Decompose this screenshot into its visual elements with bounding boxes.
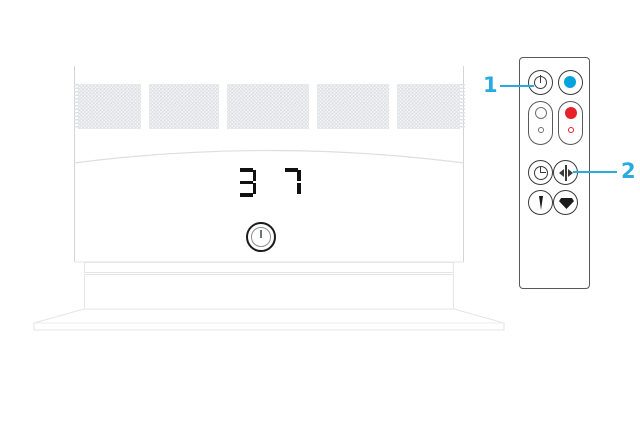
grille-panel: [317, 84, 389, 129]
grille-edge-left: [74, 84, 79, 129]
base-plinth: [84, 274, 454, 309]
power-icon-stem: [539, 74, 542, 83]
droplet-icon: [559, 198, 574, 209]
grille-panel: [397, 84, 460, 129]
clock-hand-hour: [540, 171, 546, 174]
remote-heat-level-button[interactable]: [558, 101, 583, 145]
grille-panel: [149, 84, 219, 129]
callout-2-number: 2: [621, 159, 636, 183]
remote-cool-air-button[interactable]: [553, 190, 578, 215]
callout-2-leader-line: [573, 171, 617, 173]
grille-panel: [78, 84, 141, 129]
power-icon-stem: [260, 229, 262, 238]
filled-circle-icon: [564, 107, 577, 119]
temperature-display: 37: [74, 168, 464, 199]
filled-circle-icon: [564, 76, 576, 88]
callout-1-leader-line: [500, 85, 534, 87]
callout-1-number: 1: [483, 73, 498, 97]
small-circle-icon: [567, 127, 574, 133]
large-circle-icon: [534, 107, 547, 119]
oscillation-icon-right-arrow: [567, 168, 573, 177]
grille-edge-right: [460, 84, 465, 129]
display-digit: [282, 168, 301, 197]
remote-fan-speed-button[interactable]: [528, 101, 553, 145]
remote-heat-mode-button[interactable]: [528, 190, 553, 215]
grille-panel: [227, 84, 309, 129]
clock-hand-minute: [540, 167, 542, 173]
remote-timer-button[interactable]: [528, 160, 553, 185]
oscillation-icon-left-arrow: [558, 168, 564, 177]
remote-cool-mode-button[interactable]: [558, 70, 583, 95]
power-icon: [251, 227, 271, 247]
display-digit: [237, 168, 257, 197]
clock-icon: [533, 165, 548, 180]
oscillation-icon-divider: [565, 164, 567, 181]
remote-power-button[interactable]: [528, 70, 553, 95]
unit-power-button[interactable]: [246, 222, 276, 252]
base-neck: [84, 262, 454, 273]
flame-icon: [539, 196, 543, 210]
small-circle-icon: [537, 127, 544, 133]
